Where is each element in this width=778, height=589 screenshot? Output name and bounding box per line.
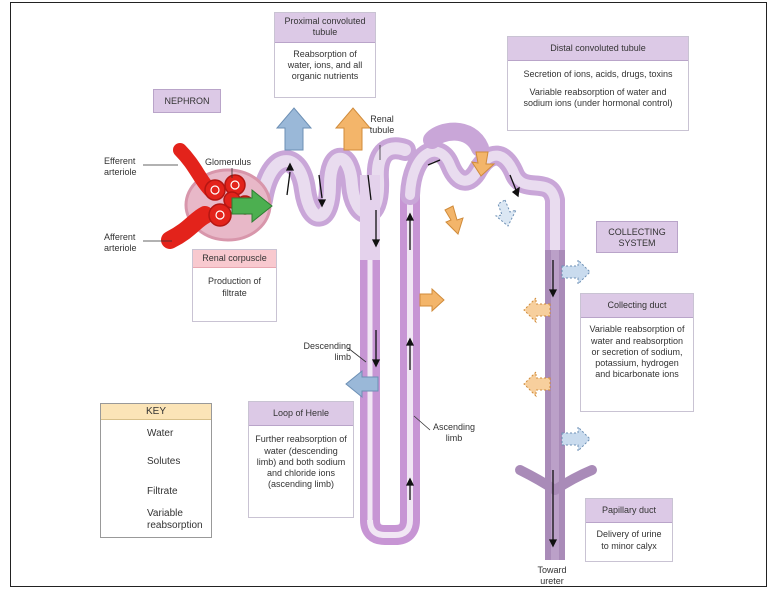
descending-limb-label: Descending limb [303, 341, 351, 363]
collecting-duct-body: Variable reabsorption of water and reabs… [581, 318, 693, 386]
nephron-tag: NEPHRON [153, 89, 221, 113]
distal-tubule-header: Distal convoluted tubule [508, 37, 688, 61]
collecting-system-tag: COLLECTING SYSTEM [596, 221, 678, 253]
loop-of-henle-body: Further reabsorption of water (descendin… [249, 426, 353, 498]
legend-water-label: Water [147, 428, 173, 440]
distal-tubule-box: Distal convoluted tubule Secretion of io… [507, 36, 689, 131]
glomerulus-label: Glomerulus [205, 157, 251, 168]
distal-water-dashed [496, 200, 516, 226]
renal-tubule-label: Renal tubule [364, 114, 400, 136]
legend-filtrate-label: Filtrate [147, 486, 178, 498]
distal-tubule-body: Secretion of ions, acids, drugs, toxins … [508, 61, 688, 117]
papillary-duct-box: Papillary duct Delivery of urine to mino… [585, 498, 673, 562]
collecting-duct-box: Collecting duct Variable reabsorption of… [580, 293, 694, 412]
afferent-arteriole [170, 215, 205, 240]
legend-solutes-label: Solutes [147, 456, 180, 468]
loop-solute-arrow [420, 289, 444, 311]
proximal-water-arrow [277, 108, 311, 150]
collecting-duct-header: Collecting duct [581, 294, 693, 318]
loop-of-henle-box: Loop of Henle Further reabsorption of wa… [248, 401, 354, 518]
proximal-tubule-header: Proximal convoluted tubule [275, 13, 375, 43]
cd-water-dashed-2 [562, 427, 590, 451]
loop-of-henle-header: Loop of Henle [249, 402, 353, 426]
proximal-tubule-box: Proximal convoluted tubule Reabsorption … [274, 12, 376, 98]
legend-title: KEY [101, 404, 211, 420]
toward-ureter-label: Toward ureter [528, 565, 576, 587]
legend-variable-label: Variable reabsorption [147, 508, 209, 532]
renal-corpuscle-box: Renal corpuscle Production of filtrate [192, 249, 277, 322]
ascending-limb-label: Ascending limb [430, 422, 478, 444]
cd-water-dashed-1 [562, 260, 590, 284]
afferent-arteriole-label: Afferent arteriole [104, 232, 144, 254]
renal-corpuscle-header: Renal corpuscle [193, 250, 276, 268]
papillary-duct-header: Papillary duct [586, 499, 672, 523]
efferent-arteriole-label: Efferent arteriole [104, 156, 144, 178]
distal-tubule-text-1: Secretion of ions, acids, drugs, toxins [514, 69, 682, 80]
renal-corpuscle-body: Production of filtrate [193, 268, 276, 307]
distal-solute-arrow-2 [445, 206, 463, 234]
proximal-tubule-body: Reabsorption of water, ions, and all org… [275, 43, 375, 89]
distal-tubule-text-2: Variable reabsorption of water and sodiu… [514, 87, 682, 110]
papillary-duct-body: Delivery of urine to minor calyx [586, 523, 672, 558]
legend-key: KEY Water Solutes Filtrate Variable reab… [100, 403, 212, 538]
